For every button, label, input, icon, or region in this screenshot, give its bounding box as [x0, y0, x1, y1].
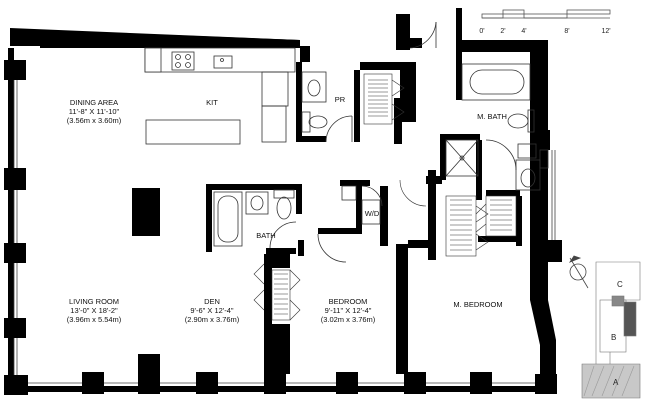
room-label-bedroom: BEDROOM 9'-11" X 12'-4" (3.02m x 3.76m) — [321, 297, 376, 324]
den-dim-ft: 9'-6" X 12'-4" — [190, 306, 234, 315]
kitchen-fixtures — [144, 47, 296, 145]
key-plan-label-a: A — [613, 378, 619, 387]
exterior-walls — [4, 8, 562, 395]
powder-room-name: PR — [334, 95, 346, 104]
windows — [13, 80, 556, 384]
bedroom-dim-m: (3.02m x 3.76m) — [320, 315, 376, 324]
bedroom-dim-ft: 9'-11" X 12'-4" — [324, 306, 372, 315]
room-label-master-bath: M. BATH — [477, 112, 507, 121]
entry-door — [409, 21, 437, 49]
key-plan-label-b: B — [611, 333, 617, 342]
key-plan-label-c: C — [617, 280, 623, 289]
wd-name: W/D — [364, 209, 380, 218]
room-label-den: DEN 9'-6" X 12'-4" (2.90m x 3.76m) — [185, 297, 240, 324]
kitchen-name: KIT — [206, 98, 218, 107]
scale-tick-12: 12' — [601, 28, 611, 35]
room-label-bath: BATH — [256, 231, 275, 240]
powder-room-fixtures — [301, 71, 353, 143]
wd-closet — [317, 185, 383, 263]
room-label-powder-room: PR — [335, 95, 345, 104]
scale-tick-0: 0' — [479, 28, 485, 35]
dining-dim-ft: 11'-8" X 11'-10" — [68, 107, 120, 116]
den-dim-m: (2.90m x 3.76m) — [184, 315, 240, 324]
den-name: DEN — [204, 297, 220, 306]
room-label-dining: DINING AREA 11'-8" X 11'-10" (3.56m x 3.… — [67, 98, 122, 125]
room-label-kitchen: KIT — [206, 98, 218, 107]
master-closets — [399, 179, 517, 257]
dining-dim-m: (3.56m x 3.60m) — [66, 116, 122, 125]
bath-name: BATH — [256, 231, 276, 240]
living-dim-ft: 13'-0" X 18'-2" — [70, 306, 118, 315]
room-label-wd: W/D — [365, 209, 380, 218]
bath-fixtures — [213, 189, 297, 249]
structural-column — [132, 188, 160, 236]
room-label-master-bedroom: M. BEDROOM — [453, 300, 502, 309]
scale-bar — [481, 9, 611, 19]
master-bedroom-name: M. BEDROOM — [453, 300, 503, 309]
scale-tick-4: 4' — [521, 28, 527, 35]
dining-name: DINING AREA — [69, 98, 119, 107]
living-dim-m: (3.96m x 5.54m) — [66, 315, 122, 324]
north-arrow-icon — [568, 255, 589, 289]
den-closet — [253, 263, 301, 321]
scale-tick-2: 2' — [500, 28, 506, 35]
bedroom-name: BEDROOM — [328, 297, 368, 306]
master-bath-name: M. BATH — [477, 112, 507, 121]
room-label-living: LIVING ROOM 13'-0" X 18'-2" (3.96m x 5.5… — [67, 297, 122, 324]
master-bath-fixtures — [445, 63, 549, 191]
key-plan — [581, 261, 641, 399]
living-name: LIVING ROOM — [68, 297, 120, 306]
scale-tick-8: 8' — [564, 28, 570, 35]
closet-pr — [363, 73, 405, 125]
